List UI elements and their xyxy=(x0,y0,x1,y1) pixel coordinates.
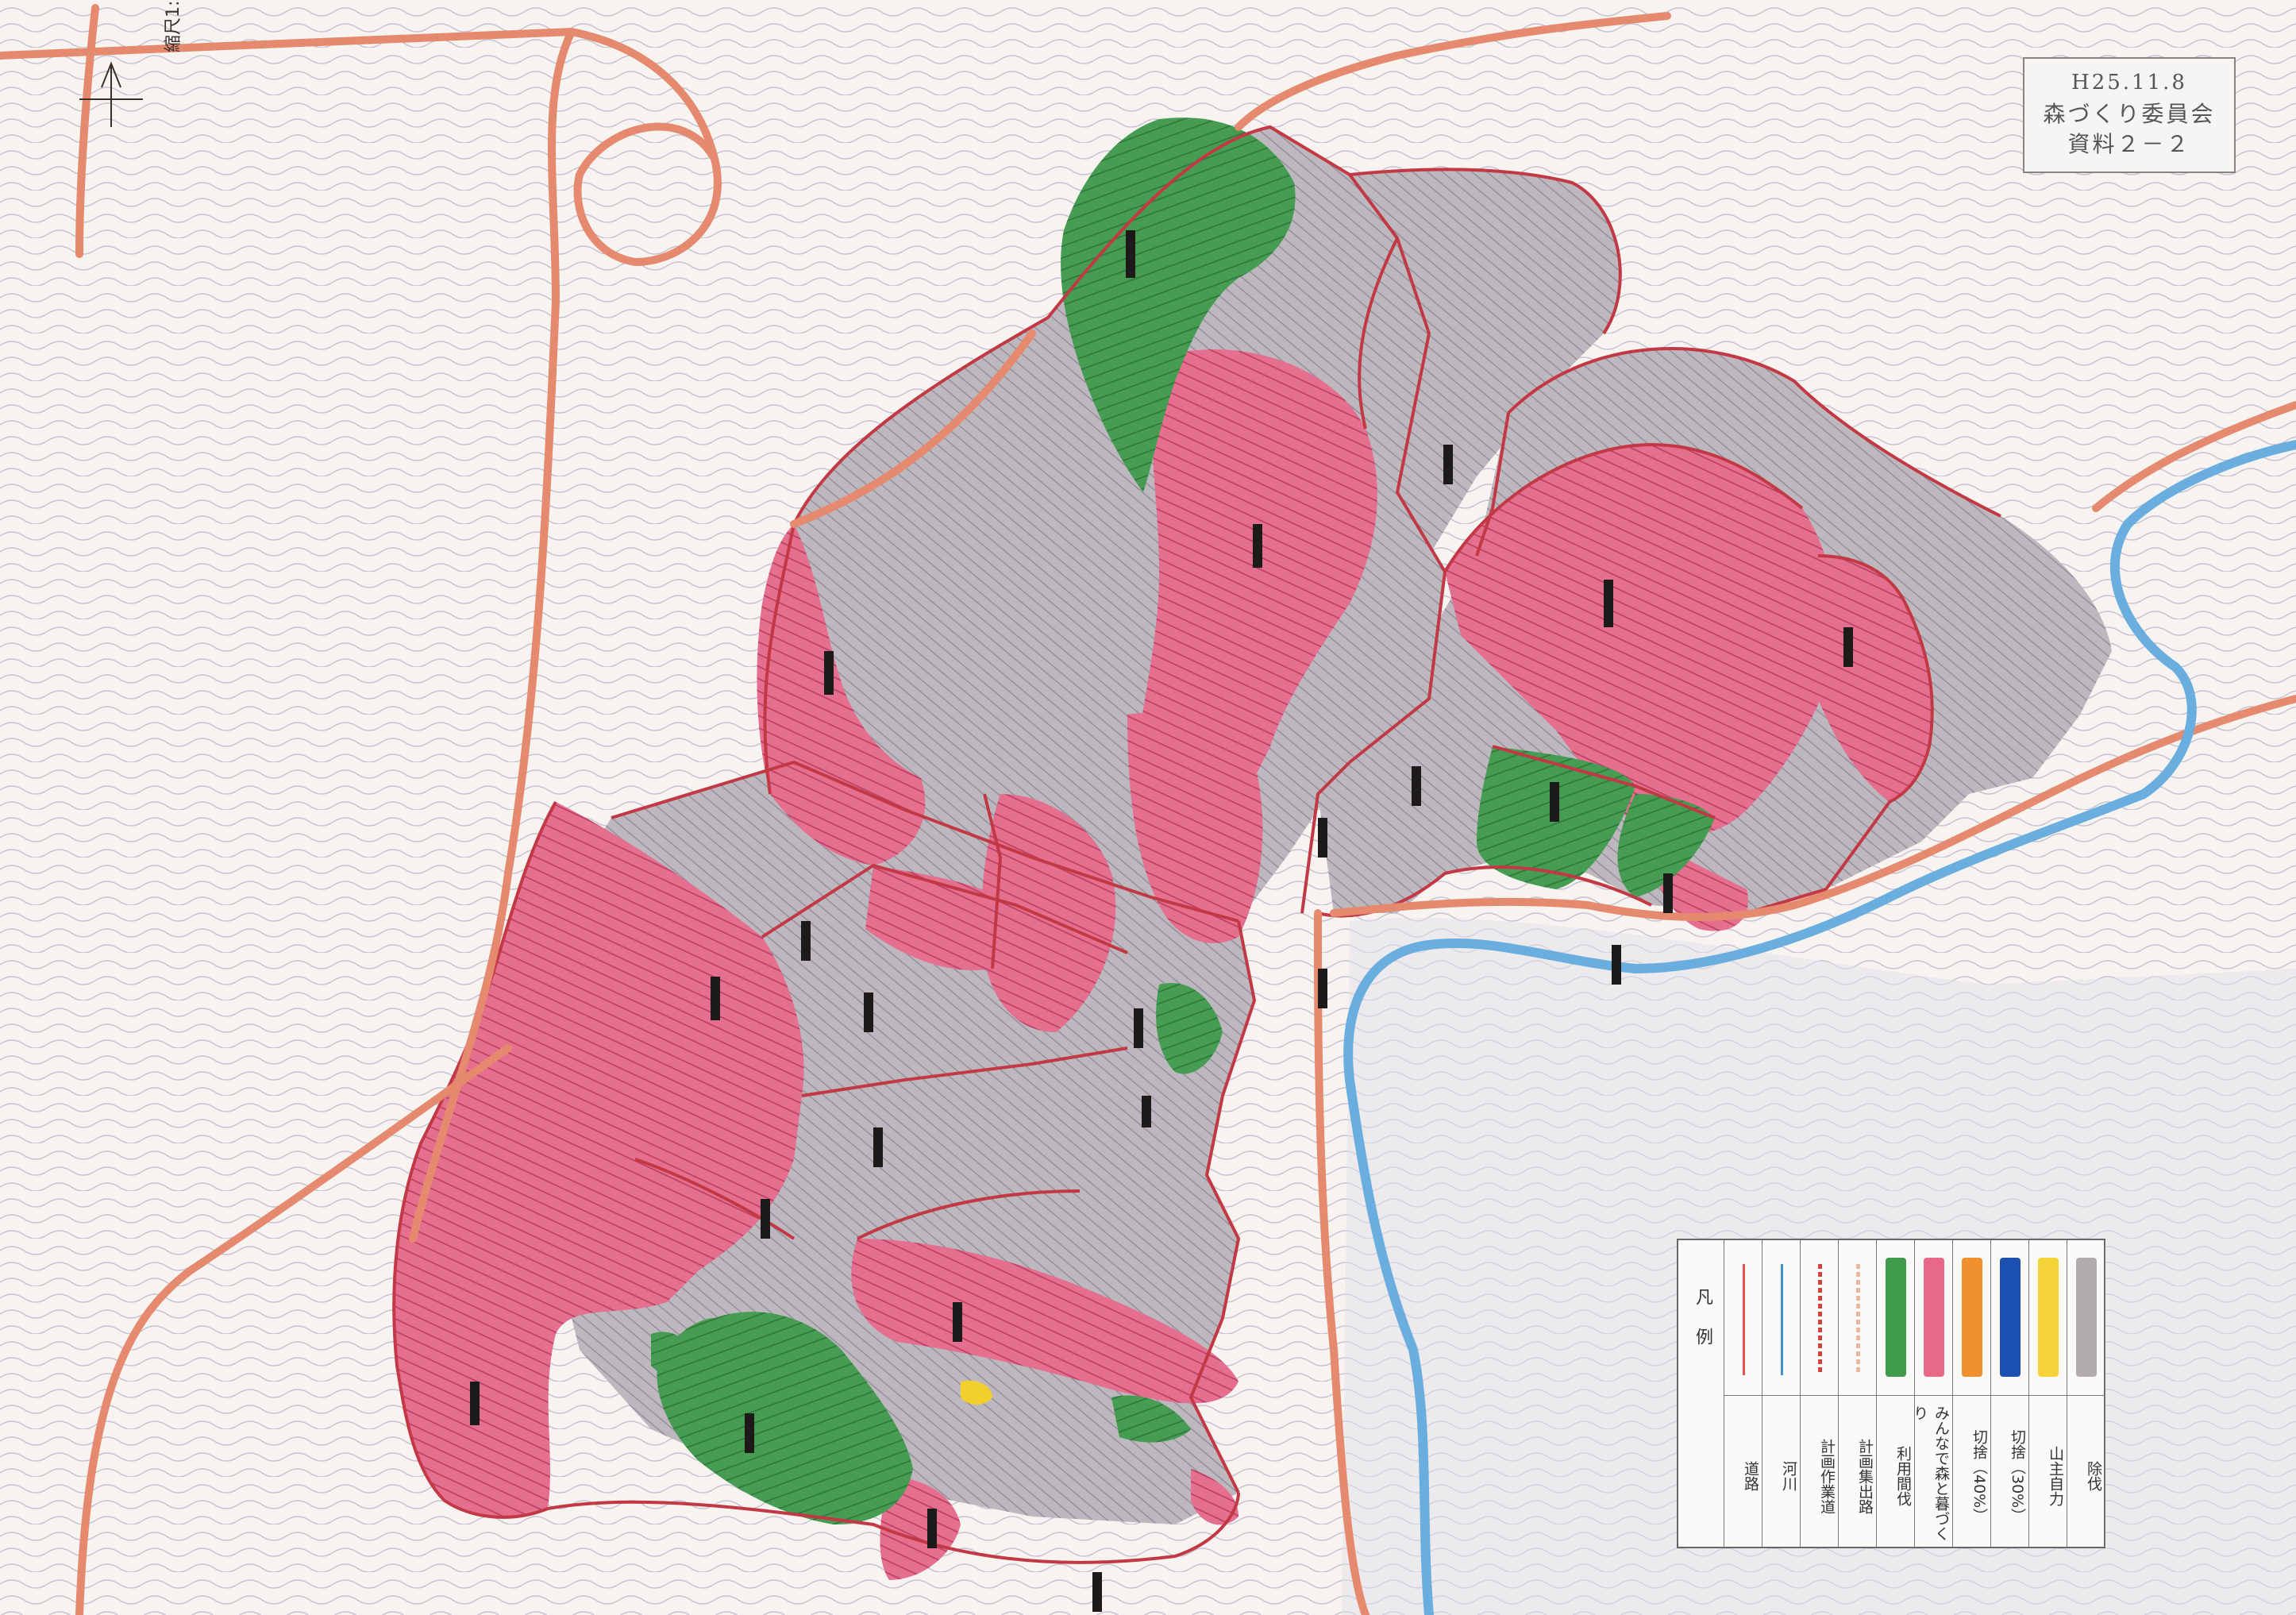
legend-heading: 凡例 xyxy=(1693,1288,1712,1367)
legend-label: 計画作業道 xyxy=(1818,1438,1836,1514)
legend-item: 山主自力 xyxy=(2029,1240,2067,1547)
legend-sample-cell xyxy=(1839,1240,1876,1396)
legend-label: 切捨（30%） xyxy=(2009,1428,2026,1524)
legend-item: 計画集出路 xyxy=(1839,1240,1877,1547)
legend-sample-cell xyxy=(2067,1240,2105,1396)
legend-label: 利用間伐 xyxy=(1894,1446,1912,1506)
document-id-box: H25.11.8 森づくり委員会 資料２－２ xyxy=(2023,57,2236,173)
legend-swatch xyxy=(2076,1258,2097,1377)
north-arrow-icon xyxy=(79,61,143,127)
legend-swatch xyxy=(1886,1258,1906,1377)
legend-sample-cell xyxy=(1877,1240,1914,1396)
scale-label: 縮尺1:3000 xyxy=(164,0,183,52)
compartment-markers xyxy=(470,230,1853,1612)
legend-swatch xyxy=(1855,1264,1860,1375)
legend-label: 切捨（40%） xyxy=(1970,1428,1988,1524)
legend-swatch xyxy=(1924,1258,1944,1377)
legend-item: 利用間伐 xyxy=(1877,1240,1915,1547)
legend-sample-cell xyxy=(1991,1240,2028,1396)
committee-name: 森づくり委員会 xyxy=(2043,101,2216,127)
legend-item: 河川 xyxy=(1762,1240,1801,1547)
legend-swatch xyxy=(1962,1258,1982,1377)
legend-heading-cell: 凡例 xyxy=(1678,1240,1724,1547)
document-number: 資料２－２ xyxy=(2067,131,2191,157)
roads xyxy=(0,4,2296,1615)
legend-swatch xyxy=(1780,1264,1783,1375)
legend-swatch xyxy=(2038,1258,2059,1377)
legend-item: 切捨（30%） xyxy=(1991,1240,2029,1547)
legend-sample-cell xyxy=(1762,1240,1800,1396)
legend-item: みんなで森と暮づくり xyxy=(1911,1240,1953,1547)
legend-sample-cell xyxy=(1915,1240,1952,1396)
legend-label: 除伐 xyxy=(2085,1461,2102,1491)
legend-label: 河川 xyxy=(1780,1461,1797,1491)
legend-item: 切捨（40%） xyxy=(1953,1240,1991,1547)
legend-swatch xyxy=(1742,1264,1745,1375)
legend-swatch xyxy=(2000,1258,2021,1377)
minna-de-mori-pink-zones xyxy=(394,349,1932,1580)
legend-item: 除伐 xyxy=(2067,1240,2105,1547)
legend-label: 道路 xyxy=(1742,1461,1759,1491)
legend-label: みんなで森と暮づくり xyxy=(1911,1405,1950,1541)
legend-sample-cell xyxy=(1801,1240,1838,1396)
map-legend: 凡例 道路河川 計画作業道 計画集出路 利用間伐みんなで森と暮づくり 切捨（40%） 切捨… xyxy=(1677,1239,2105,1548)
owner-self-yellow-zone xyxy=(961,1380,992,1405)
legend-item: 道路 xyxy=(1724,1240,1762,1547)
river xyxy=(1343,440,2296,1615)
compartment-boundaries xyxy=(392,125,2001,1564)
legend-sample-cell xyxy=(1724,1240,1762,1396)
legend-sample-cell xyxy=(1953,1240,1990,1396)
legend-swatch xyxy=(1817,1264,1822,1375)
legend-label: 計画集出路 xyxy=(1856,1438,1874,1514)
legend-item: 計画作業道 xyxy=(1801,1240,1839,1547)
legend-sample-cell xyxy=(2029,1240,2067,1396)
utilization-thinning-green-zones xyxy=(651,118,1715,1524)
legend-label: 山主自力 xyxy=(2047,1446,2064,1506)
document-date: H25.11.8 xyxy=(2071,71,2187,94)
